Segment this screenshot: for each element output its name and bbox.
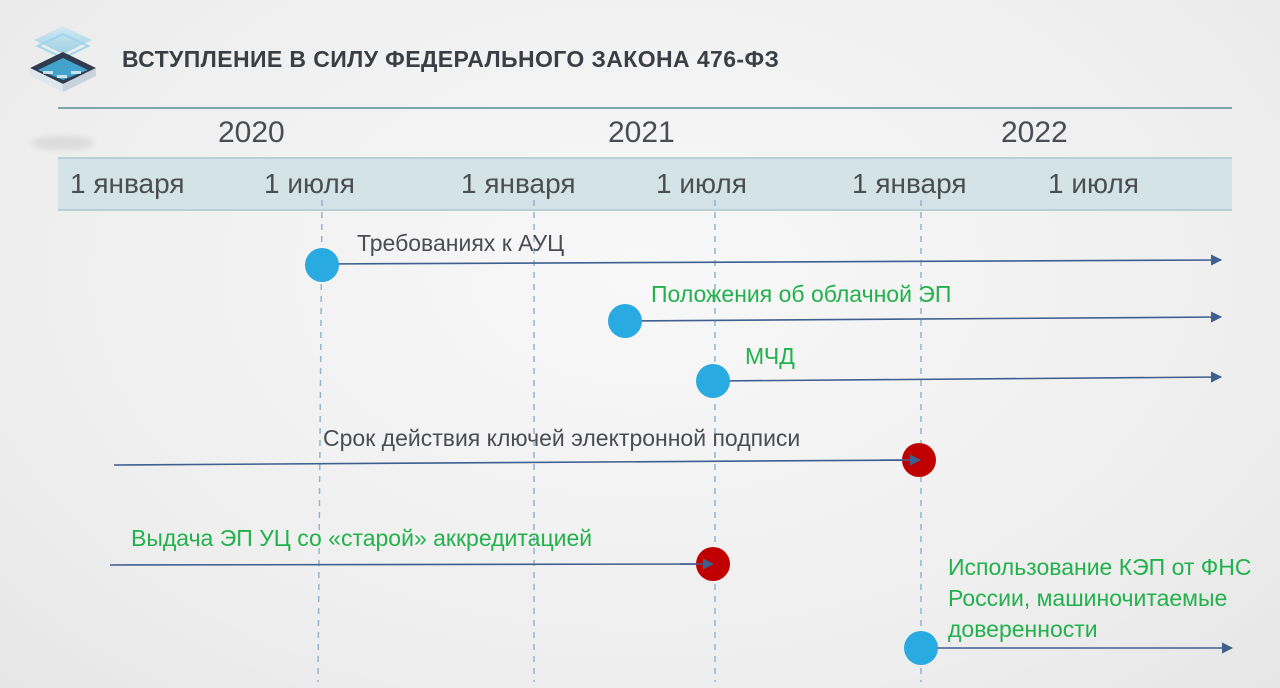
event-arrow bbox=[109, 558, 715, 570]
guide-line bbox=[317, 199, 323, 683]
tick-label: 1 января bbox=[70, 168, 185, 199]
event-arrow bbox=[321, 254, 1223, 266]
year-label: 2020 bbox=[218, 116, 285, 149]
event-start-dot bbox=[696, 364, 730, 398]
event-label: Использование КЭП от ФНС России, машиноч… bbox=[948, 554, 1252, 643]
event-label: Требованиях к АУЦ bbox=[357, 230, 565, 256]
year-label: 2022 bbox=[1001, 116, 1068, 149]
event-label: Срок действия ключей электронной подписи bbox=[323, 425, 801, 451]
event-arrow bbox=[624, 311, 1223, 323]
tick-label: 1 июля bbox=[656, 168, 747, 199]
decorative-shadow bbox=[32, 136, 94, 150]
stacked-layers-logo-icon bbox=[30, 26, 96, 92]
event-label: Положения об облачной ЭП bbox=[651, 281, 952, 307]
event-label: МЧД bbox=[745, 343, 795, 369]
header-divider bbox=[58, 107, 1232, 109]
month-band bbox=[58, 157, 1232, 211]
tick-label: 1 июля bbox=[1048, 168, 1139, 199]
slide-title: ВСТУПЛЕНИЕ В СИЛУ ФЕДЕРАЛЬНОГО ЗАКОНА 47… bbox=[122, 46, 780, 72]
tick-label: 1 января bbox=[852, 168, 967, 199]
event-arrow bbox=[712, 371, 1223, 383]
tick-label: 1 июля bbox=[264, 168, 355, 199]
event-start-dot bbox=[904, 631, 938, 665]
event-start-dot bbox=[305, 248, 339, 282]
year-label: 2021 bbox=[608, 116, 675, 149]
event-start-dot bbox=[608, 304, 642, 338]
event-arrow bbox=[113, 454, 922, 466]
tick-label: 1 января bbox=[461, 168, 576, 199]
event-label: Выдача ЭП УЦ со «старой» аккредитацией bbox=[131, 525, 593, 551]
